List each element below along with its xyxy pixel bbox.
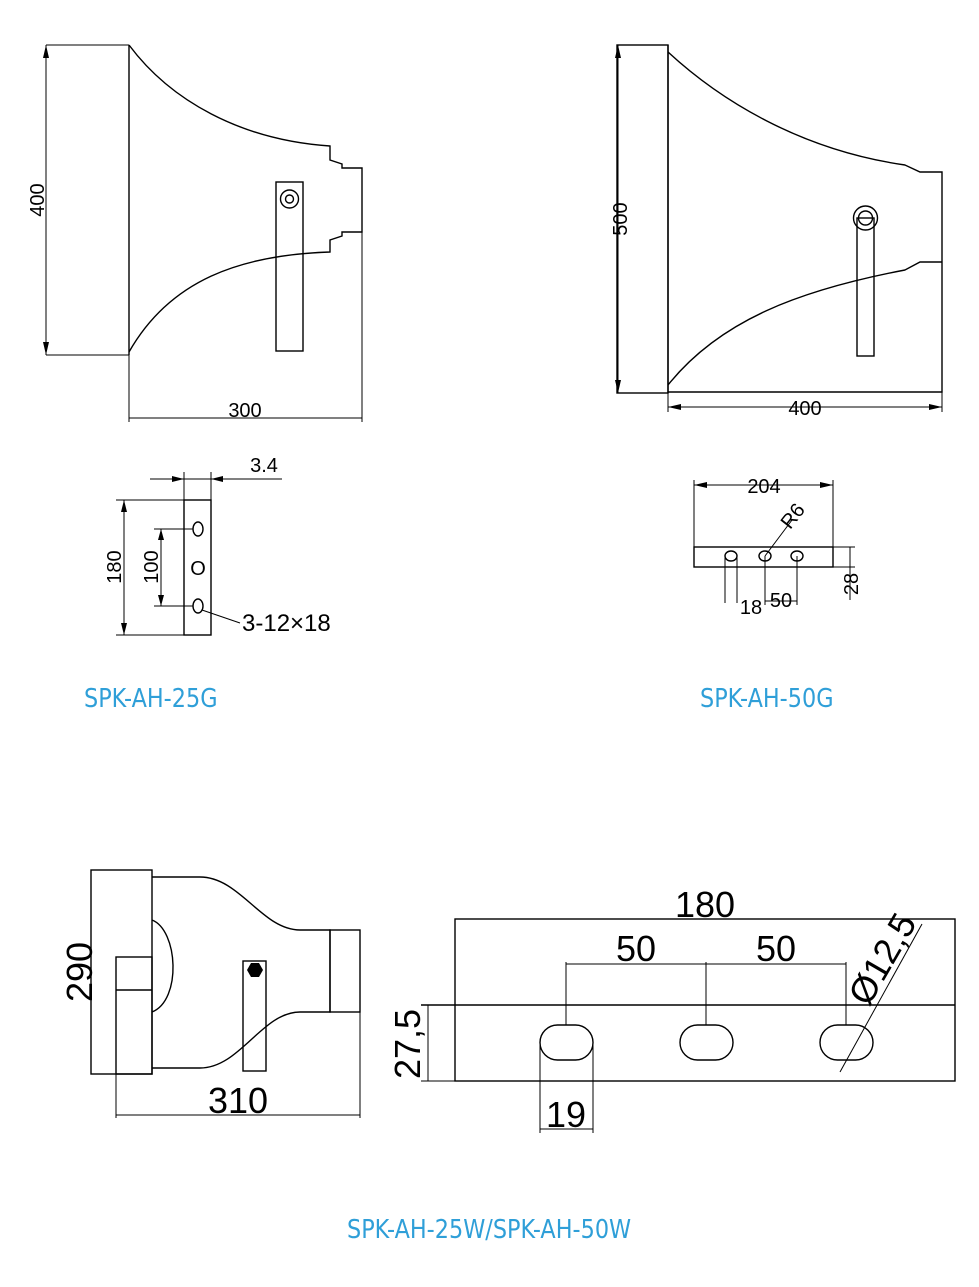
dim-25g-hole-spacing: 100 [141, 550, 163, 583]
hole-center-mark: O [190, 558, 206, 580]
dim-50g-length: 400 [788, 398, 821, 420]
dim-25g-height: 400 [27, 183, 49, 216]
dim-50g-height: 500 [610, 202, 632, 235]
dim-w-spacing-right: 50 [756, 928, 796, 969]
caption-spk-ah-50g: SPK-AH-50G [700, 684, 834, 714]
bracket-w-drawing [421, 918, 956, 1133]
dim-25g-length: 300 [228, 400, 261, 422]
dim-w-spacing-left: 50 [616, 928, 656, 969]
dim-25g-bracket-thickness: 3.4 [250, 455, 278, 477]
dim-50g-slot-width: 18 [740, 597, 762, 619]
bracket-25g-drawing [116, 472, 282, 636]
dim-25g-bracket-height: 180 [104, 550, 126, 583]
bracket-50g-drawing [693, 480, 855, 605]
horn-w-side-view [90, 869, 361, 1118]
dim-w-bracket-length: 180 [675, 884, 735, 925]
dim-50g-bracket-radius: R6 [777, 499, 810, 533]
dim-w-length: 310 [208, 1080, 268, 1121]
dim-w-bracket-height: 27,5 [387, 1009, 428, 1079]
dim-w-height: 290 [59, 942, 100, 1002]
horn-25g-side-view [43, 44, 363, 422]
dim-w-hole-diameter: Ø12,5 [840, 906, 925, 1011]
dim-w-slot-width: 19 [546, 1094, 586, 1135]
slot-callout: 3-12×18 [242, 610, 331, 637]
dim-50g-bracket-thickness: 28 [841, 573, 863, 595]
dim-50g-slot-spacing: 50 [770, 590, 792, 612]
horn-50g-side-view [615, 44, 943, 412]
caption-spk-ah-25g: SPK-AH-25G [84, 684, 218, 714]
caption-spk-ah-25w-50w: SPK-AH-25W/SPK-AH-50W [347, 1215, 632, 1245]
dim-50g-bracket-length: 204 [747, 476, 780, 498]
